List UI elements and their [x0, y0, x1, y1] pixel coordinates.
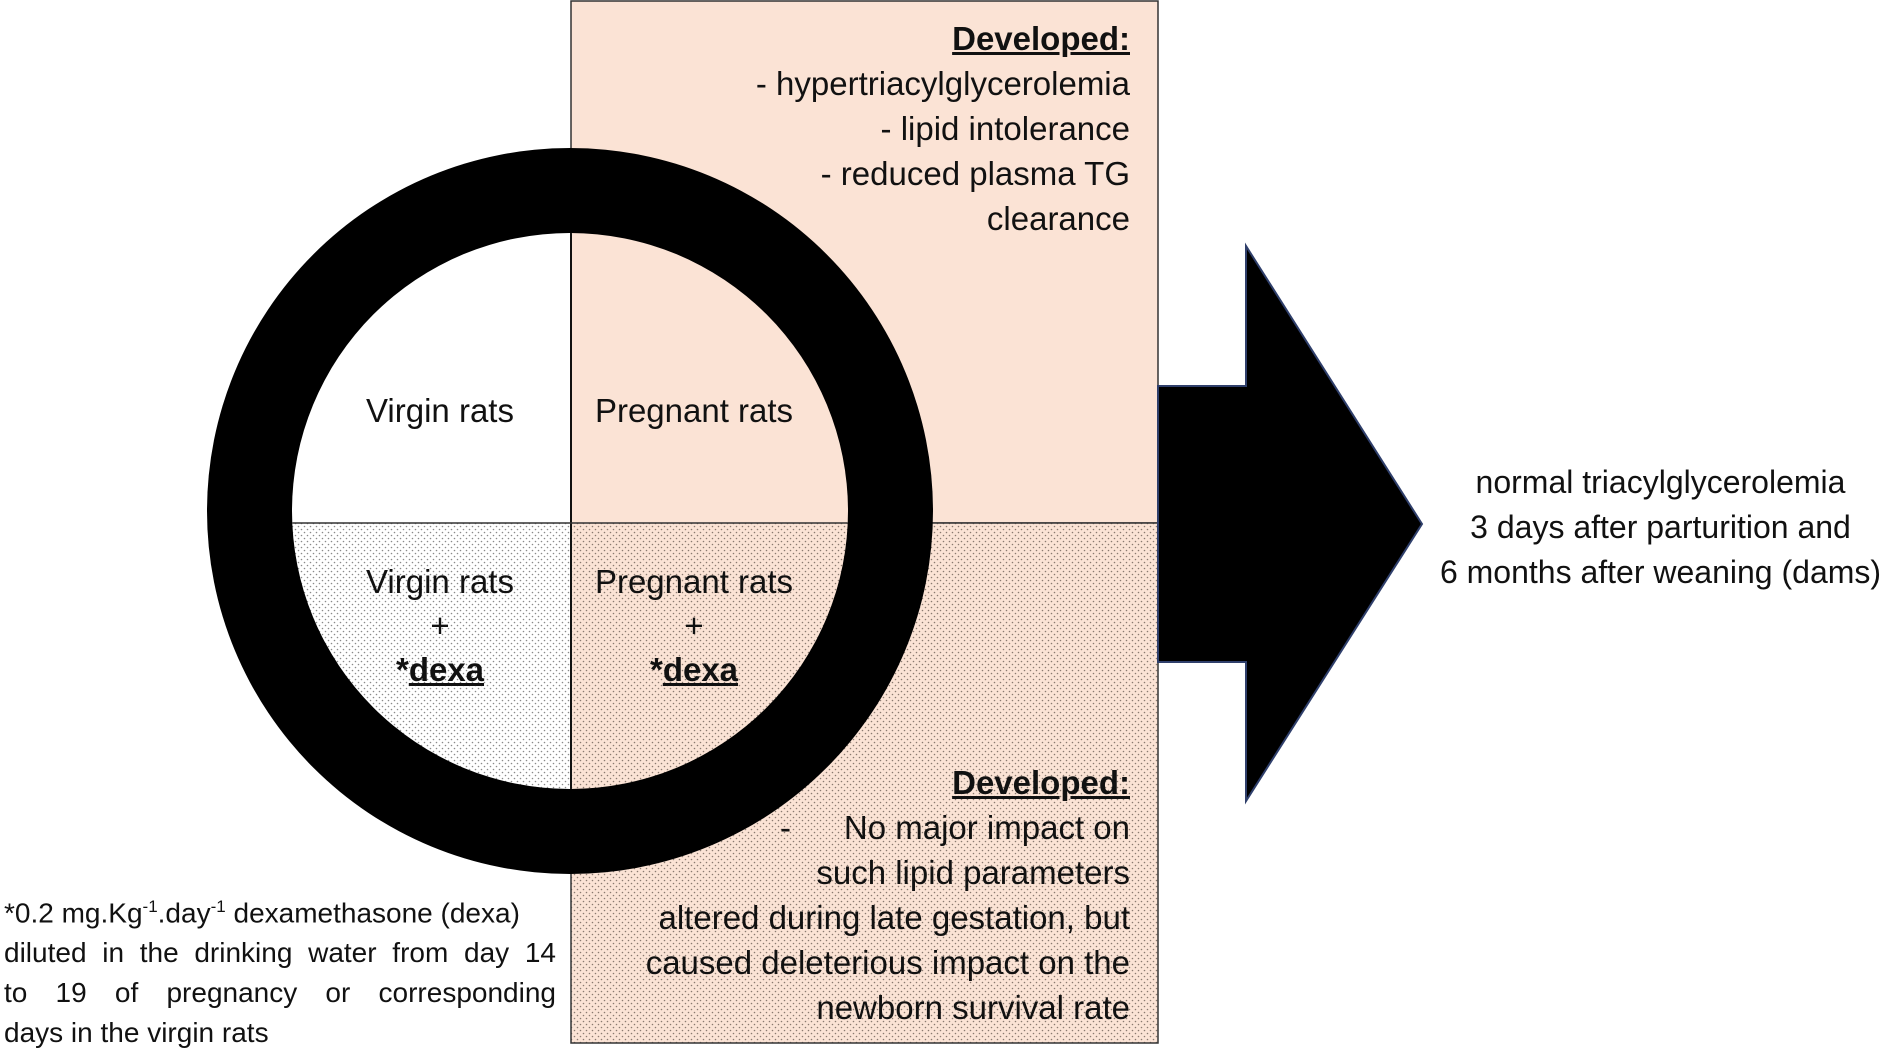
bottom-finding-5: newborn survival rate: [816, 989, 1130, 1026]
footnote-sup-2: -1: [210, 897, 226, 916]
outcome-line-3: 6 months after weaning (dams): [1439, 554, 1882, 590]
virgin-dexa-word: dexa: [408, 651, 485, 688]
footnote-part-2: .day: [157, 897, 211, 929]
bottom-finding-bullet: -: [780, 809, 791, 846]
outcome-line-2: 3 days after parturition and: [1470, 509, 1851, 545]
footnote-sup-1: -1: [142, 897, 158, 916]
label-pregnant-rats-dexa: Pregnant rats + *dexa: [580, 560, 808, 692]
footnote-line-2: diluted in the drinking water from day 1…: [4, 937, 556, 969]
label-pregnant-rats: Pregnant rats: [580, 389, 808, 433]
top-finding-4: clearance: [986, 200, 1130, 237]
bottom-finding-1: No major impact on: [843, 809, 1130, 846]
top-findings-text: Developed: - hypertriacylglycerolemia - …: [640, 16, 1130, 241]
footnote-line-1: *0.2 mg.Kg-1.day-1 dexamethasone (dexa): [4, 887, 556, 933]
top-findings-heading: Developed:: [952, 20, 1130, 57]
label-virgin-rats: Virgin rats: [330, 389, 550, 433]
outcome-text: normal triacylglycerolemia 3 days after …: [1420, 460, 1901, 595]
virgin-dexa-star: *: [395, 651, 409, 688]
bottom-finding-first-line: - No major impact on: [600, 805, 1130, 850]
bottom-findings-text: Developed: - No major impact on such lip…: [600, 760, 1130, 1030]
outcome-line-1: normal triacylglycerolemia: [1475, 464, 1846, 500]
top-finding-3: - reduced plasma TG: [820, 155, 1130, 192]
footnote: *0.2 mg.Kg-1.day-1 dexamethasone (dexa) …: [4, 887, 556, 1053]
virgin-rats-text: Virgin rats: [366, 392, 514, 429]
footnote-line-3: to 19 of pregnancy or corresponding: [4, 977, 556, 1009]
pregnant-dexa-word: dexa: [662, 651, 739, 688]
footnote-line-4: days in the virgin rats: [4, 1017, 269, 1049]
top-finding-2: - lipid intolerance: [880, 110, 1130, 147]
pregnant-dexa-star: *: [649, 651, 663, 688]
pregnant-dexa-treatment: *dexa: [580, 648, 808, 692]
footnote-part-1: *0.2 mg.Kg: [4, 897, 143, 929]
pregnant-rats-text: Pregnant rats: [594, 392, 794, 429]
outcome-arrow: [1157, 242, 1424, 805]
footnote-part-3: dexamethasone (dexa): [225, 897, 520, 929]
bottom-finding-3: altered during late gestation, but: [658, 899, 1131, 936]
virgin-dexa-treatment: *dexa: [330, 648, 550, 692]
top-finding-1: - hypertriacylglycerolemia: [755, 65, 1130, 102]
pregnant-dexa-plus: +: [684, 607, 704, 644]
bottom-finding-2: such lipid parameters: [816, 854, 1130, 891]
bottom-findings-heading: Developed:: [952, 764, 1130, 801]
pregnant-dexa-title: Pregnant rats: [594, 563, 794, 600]
label-virgin-rats-dexa: Virgin rats + *dexa: [330, 560, 550, 692]
virgin-dexa-title: Virgin rats: [366, 563, 514, 600]
virgin-dexa-plus: +: [430, 607, 450, 644]
bottom-finding-4: caused deleterious impact on the: [645, 944, 1130, 981]
